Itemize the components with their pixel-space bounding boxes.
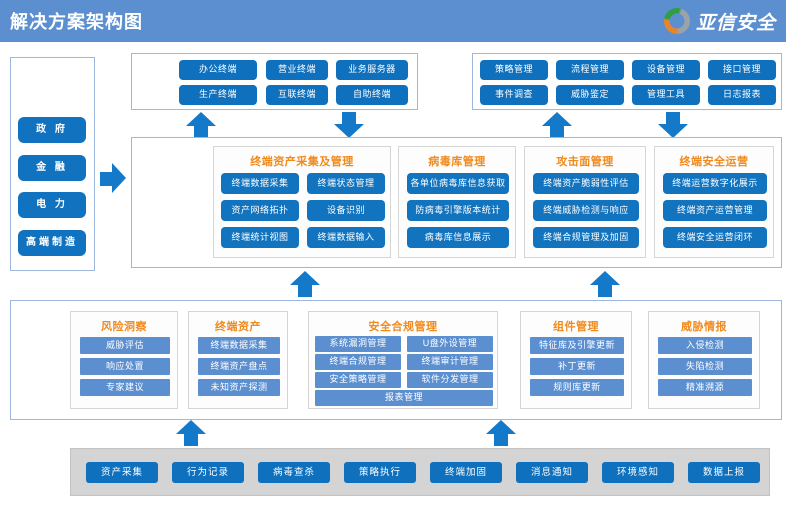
card-title: 组件管理 — [553, 321, 599, 333]
card-title: 攻击面管理 — [556, 156, 614, 168]
module-item[interactable]: 威胁评估 — [80, 337, 170, 354]
capability-item[interactable]: 设备识别 — [307, 200, 385, 221]
console-button[interactable]: 策略管理 — [480, 60, 548, 80]
capability-item[interactable]: 病毒库信息展示 — [407, 227, 509, 248]
brand-logo: 亚信安全 — [663, 8, 776, 35]
capability-item[interactable]: 终端运营数字化展示 — [663, 173, 767, 194]
arrow-up-icon — [290, 271, 320, 297]
capability-card: 病毒库管理各单位病毒库信息获取防病毒引擎版本统计病毒库信息展示 — [398, 146, 516, 258]
console-button[interactable]: 威胁鉴定 — [556, 85, 624, 105]
module-item[interactable]: 专家建议 — [80, 379, 170, 396]
capability-item[interactable]: 终端合规管理及加固 — [533, 227, 639, 248]
module-item[interactable]: 系统漏洞管理 — [315, 336, 401, 352]
capability-card: 终端资产采集及管理终端数据采集终端状态管理资产网络拓扑设备识别终端统计视图终端数… — [213, 146, 391, 258]
card-title: 病毒库管理 — [428, 156, 486, 168]
page-title: 解决方案架构图 — [10, 12, 143, 32]
card-title: 终端资产采集及管理 — [250, 156, 354, 168]
console-button[interactable]: 接口管理 — [708, 60, 776, 80]
arrow-down-icon — [334, 112, 364, 138]
console-button[interactable]: 日志报表 — [708, 85, 776, 105]
endpoint-button[interactable]: 办公终端 — [179, 60, 257, 80]
sidebar-item-3[interactable]: 电 力 — [18, 192, 86, 218]
card-title: 终端资产 — [215, 321, 261, 333]
arrow-up-icon — [186, 112, 216, 138]
capability-item[interactable]: 终端数据输入 — [307, 227, 385, 248]
endpoint-button[interactable]: 业务服务器 — [336, 60, 408, 80]
agent-capability-button[interactable]: 资产采集 — [86, 462, 158, 483]
endpoint-button[interactable]: 自助终端 — [336, 85, 408, 105]
capability-item[interactable]: 终端安全运营闭环 — [663, 227, 767, 248]
module-item[interactable]: 响应处置 — [80, 358, 170, 375]
module-card: 风险洞察威胁评估响应处置专家建议 — [70, 311, 178, 409]
card-title: 安全合规管理 — [368, 321, 438, 333]
card-title: 威胁情报 — [681, 321, 727, 333]
module-item[interactable]: 软件分发管理 — [407, 372, 493, 388]
brand-name: 亚信安全 — [695, 12, 776, 34]
capability-item[interactable]: 终端统计视图 — [221, 227, 299, 248]
capability-item[interactable]: 终端数据采集 — [221, 173, 299, 194]
capability-item[interactable]: 终端状态管理 — [307, 173, 385, 194]
module-item-wide[interactable]: 报表管理 — [315, 390, 493, 406]
module-card: 威胁情报入侵检测失陷检测精准溯源 — [648, 311, 760, 409]
capability-item[interactable]: 各单位病毒库信息获取 — [407, 173, 509, 194]
module-item[interactable]: 未知资产探测 — [198, 379, 280, 396]
arrow-up-icon — [176, 420, 206, 446]
sidebar-item-1[interactable]: 政 府 — [18, 117, 86, 143]
module-item[interactable]: 补丁更新 — [530, 358, 624, 375]
capability-item[interactable]: 终端资产运营管理 — [663, 200, 767, 221]
module-item[interactable]: 终端数据采集 — [198, 337, 280, 354]
module-item[interactable]: 精准溯源 — [658, 379, 752, 396]
module-card: 终端资产终端数据采集终端资产盘点未知资产探测 — [188, 311, 288, 409]
capability-item[interactable]: 终端资产脆弱性评估 — [533, 173, 639, 194]
agent-capability-button[interactable]: 数据上报 — [688, 462, 760, 483]
module-item[interactable]: 入侵检测 — [658, 337, 752, 354]
module-item[interactable]: 终端审计管理 — [407, 354, 493, 370]
sidebar-item-2[interactable]: 金 融 — [18, 155, 86, 181]
page-header: 解决方案架构图 亚信安全 — [0, 0, 786, 42]
capability-item[interactable]: 资产网络拓扑 — [221, 200, 299, 221]
capability-card: 攻击面管理终端资产脆弱性评估终端威胁检测与响应终端合规管理及加固 — [524, 146, 646, 258]
card-title: 风险洞察 — [101, 321, 147, 333]
agent-capability-button[interactable]: 病毒查杀 — [258, 462, 330, 483]
module-item[interactable]: 安全策略管理 — [315, 372, 401, 388]
sidebar-item-4[interactable]: 高端制造 — [18, 230, 86, 256]
agent-capability-button[interactable]: 行为记录 — [172, 462, 244, 483]
module-card: 安全合规管理系统漏洞管理 U盘外设管理终端合规管理终端审计管理安全策略管理软件分发… — [308, 311, 498, 409]
endpoint-button[interactable]: 营业终端 — [266, 60, 328, 80]
endpoint-button[interactable]: 互联终端 — [266, 85, 328, 105]
arrow-right-icon — [100, 163, 126, 193]
module-item[interactable]: 规则库更新 — [530, 379, 624, 396]
arrow-up-icon — [590, 271, 620, 297]
capability-card: 终端安全运营终端运营数字化展示终端资产运营管理终端安全运营闭环 — [654, 146, 774, 258]
asiainfo-ring-icon — [663, 8, 690, 34]
capability-item[interactable]: 终端威胁检测与响应 — [533, 200, 639, 221]
arrow-up-icon — [486, 420, 516, 446]
console-button[interactable]: 流程管理 — [556, 60, 624, 80]
console-button[interactable]: 设备管理 — [632, 60, 700, 80]
capability-item[interactable]: 防病毒引擎版本统计 — [407, 200, 509, 221]
card-title: 终端安全运营 — [679, 156, 749, 168]
console-button[interactable]: 管理工具 — [632, 85, 700, 105]
agent-capability-button[interactable]: 终端加固 — [430, 462, 502, 483]
module-item[interactable]: U盘外设管理 — [407, 336, 493, 352]
agent-capability-button[interactable]: 环境感知 — [602, 462, 674, 483]
agent-capability-button[interactable]: 消息通知 — [516, 462, 588, 483]
arrow-up-icon — [542, 112, 572, 138]
module-item[interactable]: 终端合规管理 — [315, 354, 401, 370]
module-item[interactable]: 终端资产盘点 — [198, 358, 280, 375]
module-item[interactable]: 失陷检测 — [658, 358, 752, 375]
endpoint-button[interactable]: 生产终端 — [179, 85, 257, 105]
module-item[interactable]: 特征库及引擎更新 — [530, 337, 624, 354]
agent-capability-button[interactable]: 策略执行 — [344, 462, 416, 483]
console-button[interactable]: 事件调查 — [480, 85, 548, 105]
module-card: 组件管理特征库及引擎更新补丁更新规则库更新 — [520, 311, 632, 409]
arrow-down-icon — [658, 112, 688, 138]
